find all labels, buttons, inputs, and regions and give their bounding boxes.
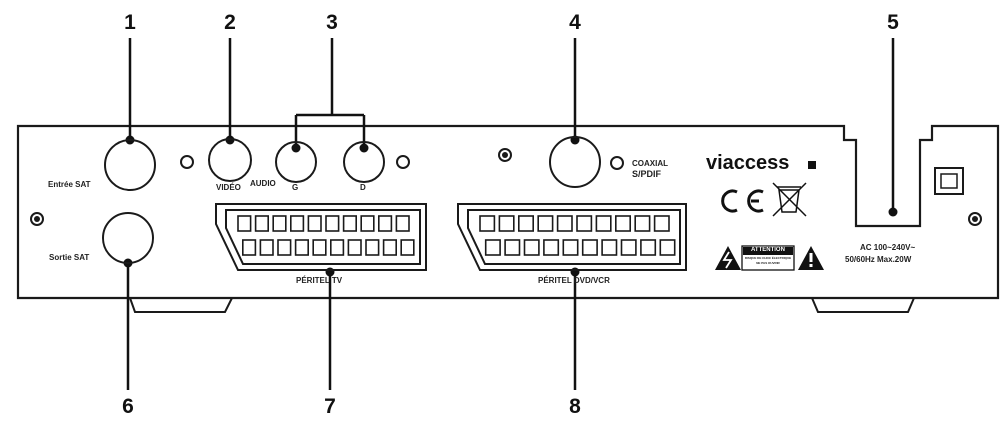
power-rating-line2: 50/60Hz Max.20W (845, 255, 912, 264)
scart-pin (537, 215, 554, 232)
scart-tv-label: PÉRITEL TV (296, 276, 343, 285)
audio-right-label: D (360, 183, 366, 192)
scart-pin (294, 239, 310, 256)
attention-text-2: NE PAS OUVRIR (756, 261, 780, 265)
video-rca-connector (208, 138, 252, 182)
scart-pin (395, 215, 410, 232)
audio-left-label: G (292, 183, 299, 192)
leader-lines (126, 38, 895, 390)
scart-pin (581, 239, 598, 256)
audio-left-rca-connector (275, 141, 317, 183)
ce-mark-icon (721, 189, 764, 213)
callout-5: 5 (887, 11, 899, 34)
scart-pin (595, 215, 612, 232)
scart-pin (360, 215, 375, 232)
power-rating-line1: AC 100~240V~ (860, 243, 916, 252)
chassis-outline (16, 124, 1000, 300)
scart-pin (325, 215, 340, 232)
scart-pin (377, 215, 393, 232)
scart-pin (498, 215, 515, 232)
hole (610, 156, 624, 170)
scart-pin (614, 215, 631, 232)
screw (498, 148, 512, 162)
scart-pin (272, 215, 287, 232)
weee-bin-icon (772, 182, 807, 217)
hole (396, 155, 410, 169)
scart-tv-pins (237, 215, 415, 256)
caution-warning-icon (798, 246, 824, 270)
callout-7: 7 (324, 395, 336, 418)
left-foot (129, 297, 233, 313)
sat-in-connector (104, 139, 156, 191)
scart-pin (242, 239, 257, 256)
scart-pin (653, 215, 670, 232)
video-label: VIDÉO (216, 183, 241, 192)
sat-in-label: Entrée SAT (48, 180, 91, 189)
scart-pin (620, 239, 637, 256)
scart-pin (289, 215, 305, 232)
electric-shock-warning-icon (715, 246, 741, 270)
scart-pin (562, 239, 579, 256)
coaxial-label: COAXIAL (632, 159, 668, 168)
coaxial-spdif-connector (549, 136, 601, 188)
callout-1: 1 (124, 11, 136, 34)
scart-pin (259, 239, 274, 256)
scart-pin (601, 239, 618, 256)
scart-pin (365, 239, 380, 256)
sat-out-label: Sortie SAT (49, 253, 90, 262)
callout-8: 8 (569, 395, 581, 418)
scart-pin (634, 215, 651, 232)
scart-pin (484, 239, 501, 256)
scart-pin (307, 215, 322, 232)
screw (968, 212, 982, 226)
scart-pin (479, 215, 496, 232)
brand-square-icon (808, 161, 816, 169)
optical-socket (934, 167, 964, 195)
scart-pin (254, 215, 270, 232)
scart-pin (400, 239, 415, 256)
scart-pin (277, 239, 292, 256)
scart-pin (347, 239, 362, 256)
scart-pin (523, 239, 540, 256)
callout-6: 6 (122, 395, 134, 418)
scart-pin (640, 239, 657, 256)
attention-text-1: RISQUE DE CHOC ÉLECTRIQUE (744, 256, 792, 260)
scart-dvd-pins (479, 215, 676, 256)
scart-pin (556, 215, 573, 232)
scart-pin (543, 239, 560, 256)
scart-pin (237, 215, 252, 232)
right-foot (811, 297, 915, 313)
hole (180, 155, 194, 169)
scart-pin (382, 239, 398, 256)
scart-pin (504, 239, 521, 256)
brand-logo: viaccess (706, 152, 790, 174)
callout-3: 3 (326, 11, 338, 34)
scart-pin (517, 215, 534, 232)
scart-pin (659, 239, 676, 256)
attention-title: ATTENTION (751, 247, 785, 253)
scart-dvd-connector (457, 203, 687, 271)
scart-dvd-label: PÉRITEL DVD/VCR (538, 276, 610, 285)
callout-2: 2 (224, 11, 236, 34)
screw (30, 212, 44, 226)
callout-4: 4 (569, 11, 581, 34)
scart-pin (342, 215, 358, 232)
scart-pin (329, 239, 345, 256)
sat-out-connector (102, 212, 154, 264)
scart-pin (576, 215, 593, 232)
scart-pin (312, 239, 327, 256)
audio-right-rca-connector (343, 141, 385, 183)
audio-label: AUDIO (250, 179, 276, 188)
spdif-label: S/PDIF (632, 169, 662, 179)
scart-tv-connector (215, 203, 427, 271)
